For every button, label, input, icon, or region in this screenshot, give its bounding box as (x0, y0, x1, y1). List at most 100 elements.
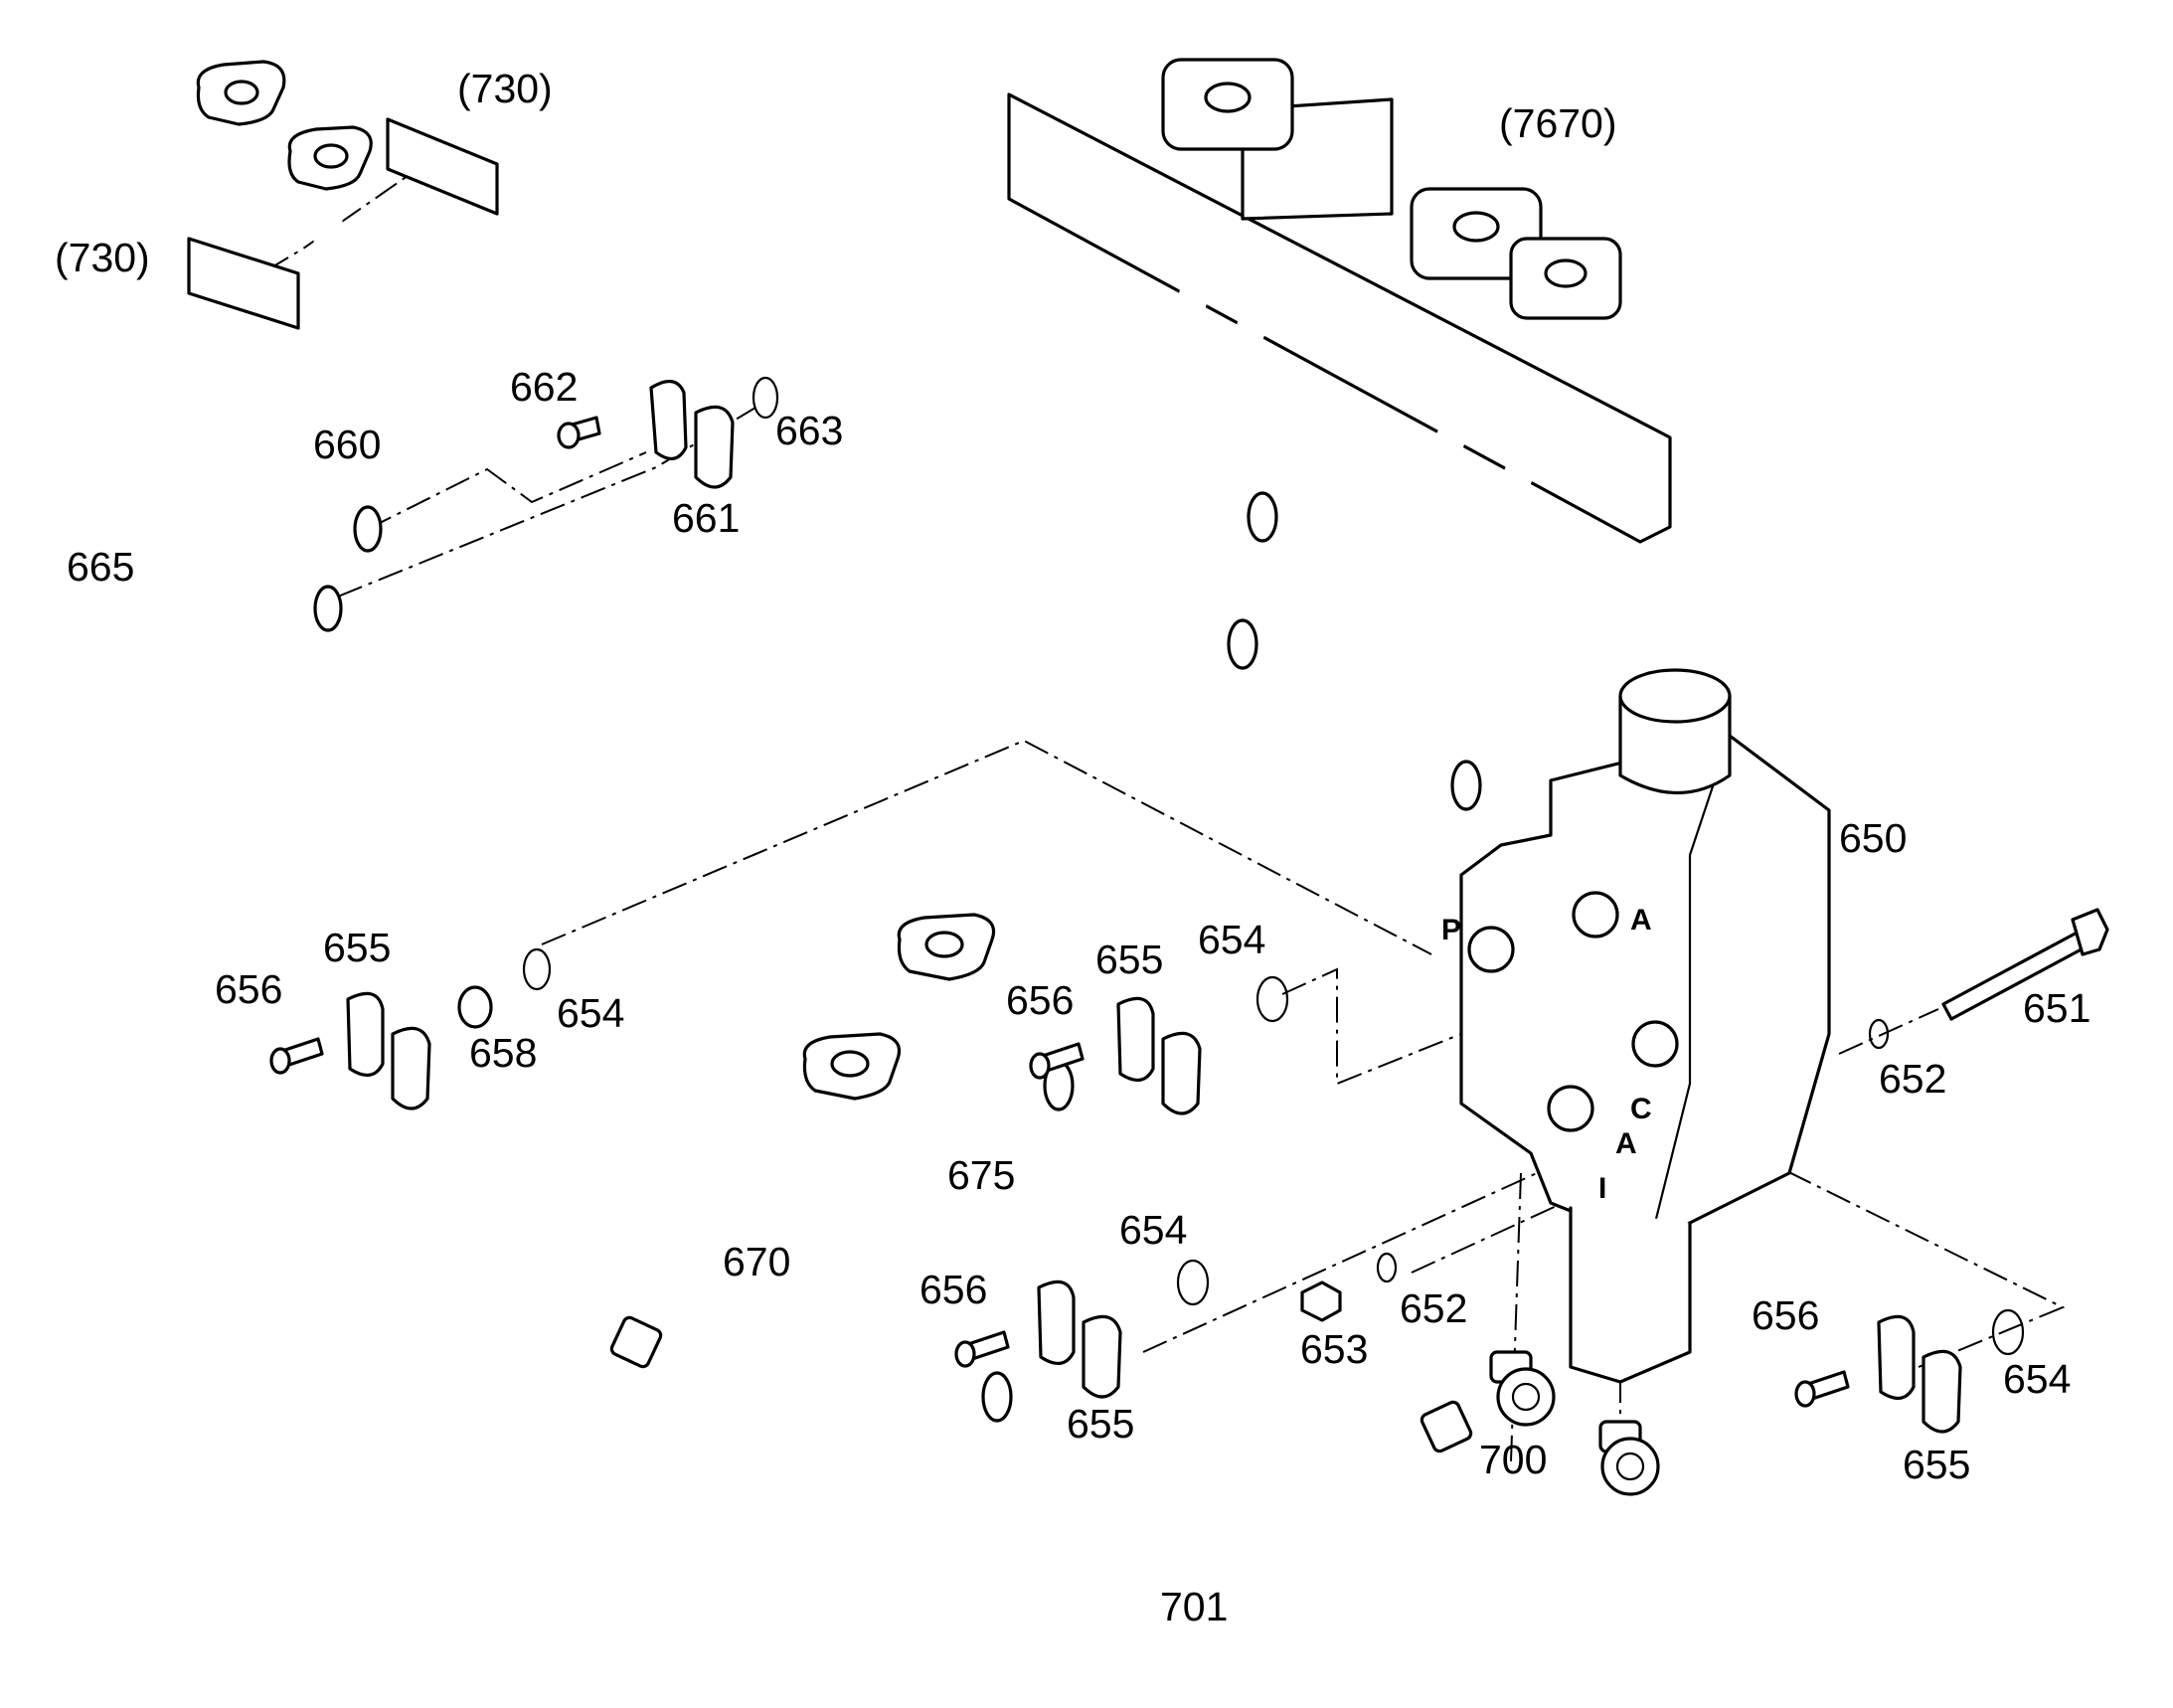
callout-662: 662 (510, 364, 578, 410)
fitting-700a-bore (1511, 1382, 1541, 1412)
flange-670-bore (830, 1050, 870, 1078)
clamp-730-lower (187, 237, 300, 330)
callout-654-left: 654 (557, 990, 624, 1036)
bolt-651-head (2071, 908, 2109, 956)
callout-656-left: 656 (215, 966, 282, 1012)
port-mark-I: I (1598, 1172, 1606, 1205)
oring-654c (1176, 1259, 1210, 1306)
leader-660 (367, 451, 647, 530)
tube-665-end (313, 585, 343, 632)
fitting-700a-body (1496, 1367, 1556, 1427)
half-flange-655a2 (391, 1026, 431, 1110)
clamp-730-upper (386, 117, 499, 216)
frame-tube-end-3 (1450, 760, 1482, 811)
callout-653: 653 (1300, 1326, 1368, 1372)
callout-663: 663 (775, 408, 843, 453)
bolt-656d-head (1794, 1380, 1816, 1408)
washer-652-upper (1868, 1018, 1890, 1050)
port-mark-A2: A (1615, 1127, 1637, 1160)
tube-assembly-675-670 (802, 913, 1075, 1452)
bolt-662-head (557, 422, 581, 449)
frame-flange-bore-1 (1204, 82, 1252, 113)
callout-730-upper: (730) (457, 66, 553, 111)
callout-655-mid: 655 (1095, 937, 1163, 982)
half-flange-655d2 (1922, 1349, 1962, 1434)
bolt-651-group (1868, 908, 2109, 1050)
callout-656-lower: 656 (919, 1267, 987, 1312)
callout-675: 675 (947, 1152, 1015, 1198)
tube-assembly-665-660 (149, 60, 499, 662)
half-flange-655d1 (1877, 1314, 1916, 1400)
half-flange-655c1 (1037, 1280, 1076, 1365)
plate-658 (457, 985, 493, 1029)
nut-653 (1300, 1281, 1342, 1322)
callout-labels: (730) (730) (7670) 662 663 660 661 665 6… (55, 66, 2090, 1629)
port-P (1467, 926, 1515, 973)
frame-tube-end-1 (1247, 491, 1278, 543)
port-C (1547, 1085, 1594, 1132)
hose-701-nut-1 (609, 1315, 663, 1369)
frame-flange-bore-2 (1452, 211, 1500, 243)
leader-730 (228, 168, 418, 294)
tube-670-end (981, 1371, 1013, 1423)
fitting-700b-body (1600, 1437, 1660, 1496)
port-A (1572, 891, 1619, 939)
callout-650: 650 (1839, 815, 1907, 861)
oring-654d (1991, 1308, 2025, 1356)
flange-group-middle (1029, 975, 1289, 1115)
half-flange-661b (694, 405, 735, 489)
frame-tube-end-2 (1227, 618, 1258, 670)
callout-670: 670 (723, 1239, 790, 1284)
port-mark-P: P (1441, 914, 1461, 946)
leader-right-port (1669, 1112, 2066, 1368)
callout-701: 701 (1160, 1584, 1228, 1629)
bolt-656b-head (1029, 1052, 1051, 1080)
half-flange-661a (649, 380, 688, 460)
valve-cylinder (1618, 694, 1732, 795)
valve-cylinder-top (1618, 668, 1732, 724)
callout-652-lower: 652 (1400, 1285, 1467, 1331)
flange-665-bore (224, 80, 259, 105)
callout-7670: (7670) (1499, 100, 1617, 146)
valve-block-650: P A C A I (1441, 668, 1831, 1384)
callout-660: 660 (313, 422, 381, 467)
flange-group-left (269, 947, 552, 1110)
flange-group-right (1794, 1308, 2025, 1434)
leader-lower-port (1142, 1152, 1582, 1353)
callout-655-right: 655 (1903, 1442, 1970, 1487)
leader-651 (1838, 1008, 1939, 1055)
callout-656-mid: 656 (1006, 977, 1074, 1023)
half-flange-655a1 (346, 991, 385, 1077)
callout-652-upper: 652 (1879, 1056, 1946, 1102)
bolt-656c-head (954, 1340, 976, 1368)
callout-665: 665 (67, 544, 134, 590)
flange-660-bore (313, 143, 349, 169)
flange-group-661 (557, 376, 779, 489)
hose-701-nut-2 (1420, 1400, 1473, 1453)
callout-651: 651 (2023, 985, 2090, 1031)
port-right (1631, 1020, 1679, 1068)
fittings-700 (1489, 1350, 1660, 1496)
fitting-700b-bore (1615, 1452, 1645, 1481)
half-flange-655b2 (1161, 1031, 1202, 1115)
valve-block-stem (1569, 1206, 1692, 1384)
port-mark-C: C (1630, 1093, 1652, 1125)
valve-block-edge (1648, 735, 1732, 1244)
callout-656-right: 656 (1752, 1292, 1819, 1338)
tube-660-end (353, 505, 383, 553)
callout-655-lower: 655 (1067, 1401, 1134, 1447)
half-flange-655c2 (1082, 1314, 1122, 1399)
callout-655-left: 655 (323, 925, 391, 970)
callout-654-right: 654 (2003, 1356, 2071, 1402)
frame-flange-bore-3 (1544, 258, 1588, 288)
flange-group-lower (954, 1252, 1398, 1399)
callout-654-mid: 654 (1198, 917, 1265, 962)
port-mark-A: A (1630, 904, 1652, 937)
frame-assembly-7670 (1007, 58, 1672, 856)
oring-663 (752, 376, 779, 420)
flange-675-bore (924, 931, 964, 958)
bolt-656a-head (269, 1047, 291, 1075)
washer-652-lower (1376, 1252, 1398, 1283)
